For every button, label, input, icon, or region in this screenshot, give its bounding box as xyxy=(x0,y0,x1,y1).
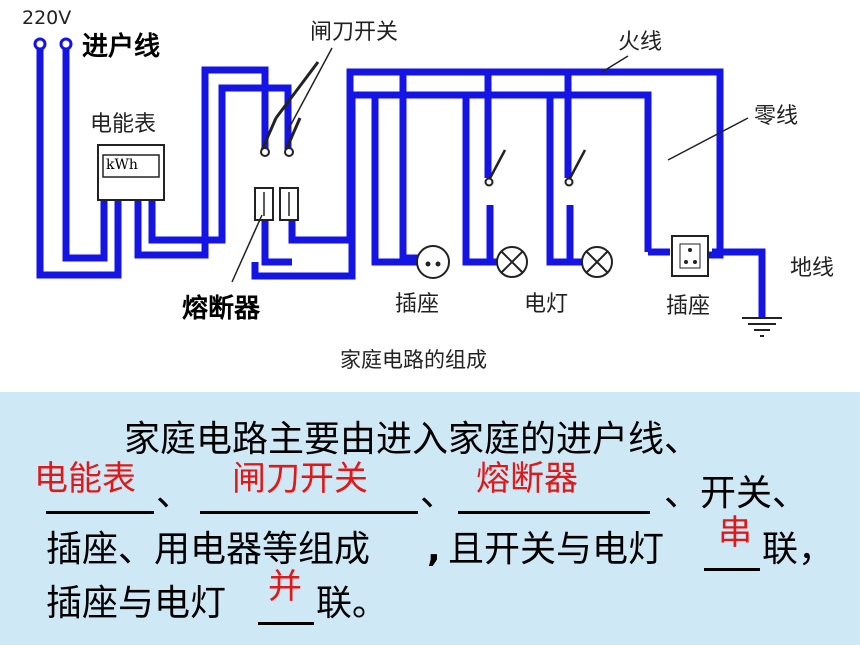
branch-lamp-b2 xyxy=(566,205,585,266)
ground-wire xyxy=(712,248,766,318)
knife-switch-label: 闸刀开关 xyxy=(310,20,399,45)
socket-1-symbol xyxy=(416,245,450,279)
socket-1-label: 插座 xyxy=(395,292,440,317)
fuse-out-live xyxy=(261,220,292,266)
diagram-caption: 家庭电路的组成 xyxy=(340,348,487,372)
exercise-line-3-head: 插座、用电器等组成 xyxy=(46,529,371,570)
answer-parallel: 并 xyxy=(268,567,302,607)
incoming-wire-right xyxy=(62,48,108,262)
meter-out-wire-1 xyxy=(134,66,269,259)
fuse-out-neutral xyxy=(288,68,724,259)
ground-symbol xyxy=(742,317,782,337)
socket-2-label: 插座 xyxy=(666,294,711,319)
meter-unit-label: kWh xyxy=(106,157,138,173)
branch-lamp-a3 xyxy=(462,95,500,266)
blank-1 xyxy=(46,511,154,514)
incoming-wire-left xyxy=(36,48,122,279)
answer-series: 串 xyxy=(718,513,752,553)
blank-4 xyxy=(704,568,760,571)
ground-wire-label: 地线 xyxy=(790,256,835,281)
exercise-line-4-head: 插座与电灯 xyxy=(46,583,227,624)
circuit-wiring xyxy=(33,37,782,337)
socket-2-symbol xyxy=(671,235,709,277)
exercise-panel: 家庭电路主要由进入家庭的进户线、 电能表 、 闸刀开关 、 熔断器 、开关、 插… xyxy=(0,392,860,645)
live-wire-label: 火线 xyxy=(618,30,663,55)
separator-1: 、 xyxy=(156,473,193,514)
branch-socket1-b xyxy=(371,95,420,266)
circuit-diagram: 220V 进户线 闸刀开关 火线 零线 电能表 kWh 地线 熔断器 插座 电灯… xyxy=(22,7,835,372)
blank-5 xyxy=(258,622,314,625)
exercise-line-2-tail: 、开关、 xyxy=(664,473,809,514)
separator-2: 、 xyxy=(420,473,457,514)
answer-meter: 电能表 xyxy=(34,459,136,499)
voltage-label: 220V xyxy=(22,7,72,29)
exercise-line-3-mid: 且开关与电灯 xyxy=(448,529,665,570)
live-loop xyxy=(251,91,652,280)
energy-meter-label: 电能表 xyxy=(90,112,157,137)
answer-fuse: 熔断器 xyxy=(476,459,578,499)
exercise-line-4-tail: 联。 xyxy=(316,583,389,624)
branch-lamp-b3 xyxy=(546,95,585,266)
blank-3 xyxy=(458,511,650,514)
fuse-label: 熔断器 xyxy=(182,294,261,324)
neutral-wire-label: 零线 xyxy=(754,104,799,129)
blank-2 xyxy=(200,511,418,514)
exercise-line-3-tail: 联， xyxy=(762,529,835,570)
exercise-line-3-comma: , xyxy=(427,529,441,570)
exercise-line-1: 家庭电路主要由进入家庭的进户线、 xyxy=(124,419,701,460)
answer-knife-switch: 闸刀开关 xyxy=(232,459,368,499)
lamp-label: 电灯 xyxy=(524,292,569,317)
incoming-line-label: 进户线 xyxy=(82,32,161,62)
meter-out-wire-2 xyxy=(148,84,292,244)
branch-socket1 xyxy=(399,72,420,262)
